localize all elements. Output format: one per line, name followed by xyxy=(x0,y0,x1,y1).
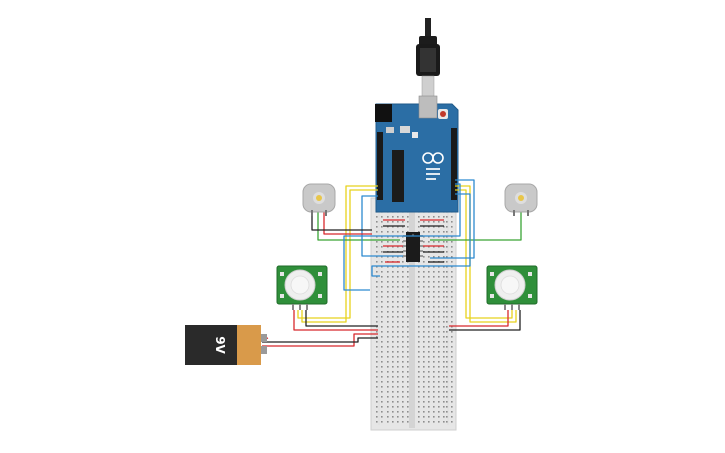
dc-motor-left[interactable] xyxy=(302,183,336,216)
battery-label: 9V xyxy=(213,336,227,354)
battery-9v[interactable]: 9V xyxy=(185,325,267,365)
arduino-logo-icon xyxy=(422,152,444,164)
reset-button-icon[interactable] xyxy=(440,111,446,117)
usb-cable[interactable] xyxy=(416,18,440,99)
wires xyxy=(261,179,522,347)
dc-motor-right[interactable] xyxy=(504,183,538,216)
arduino-uno[interactable] xyxy=(375,95,459,213)
pir-sensor-right[interactable] xyxy=(486,265,538,310)
pir-sensor-left[interactable] xyxy=(276,265,328,310)
